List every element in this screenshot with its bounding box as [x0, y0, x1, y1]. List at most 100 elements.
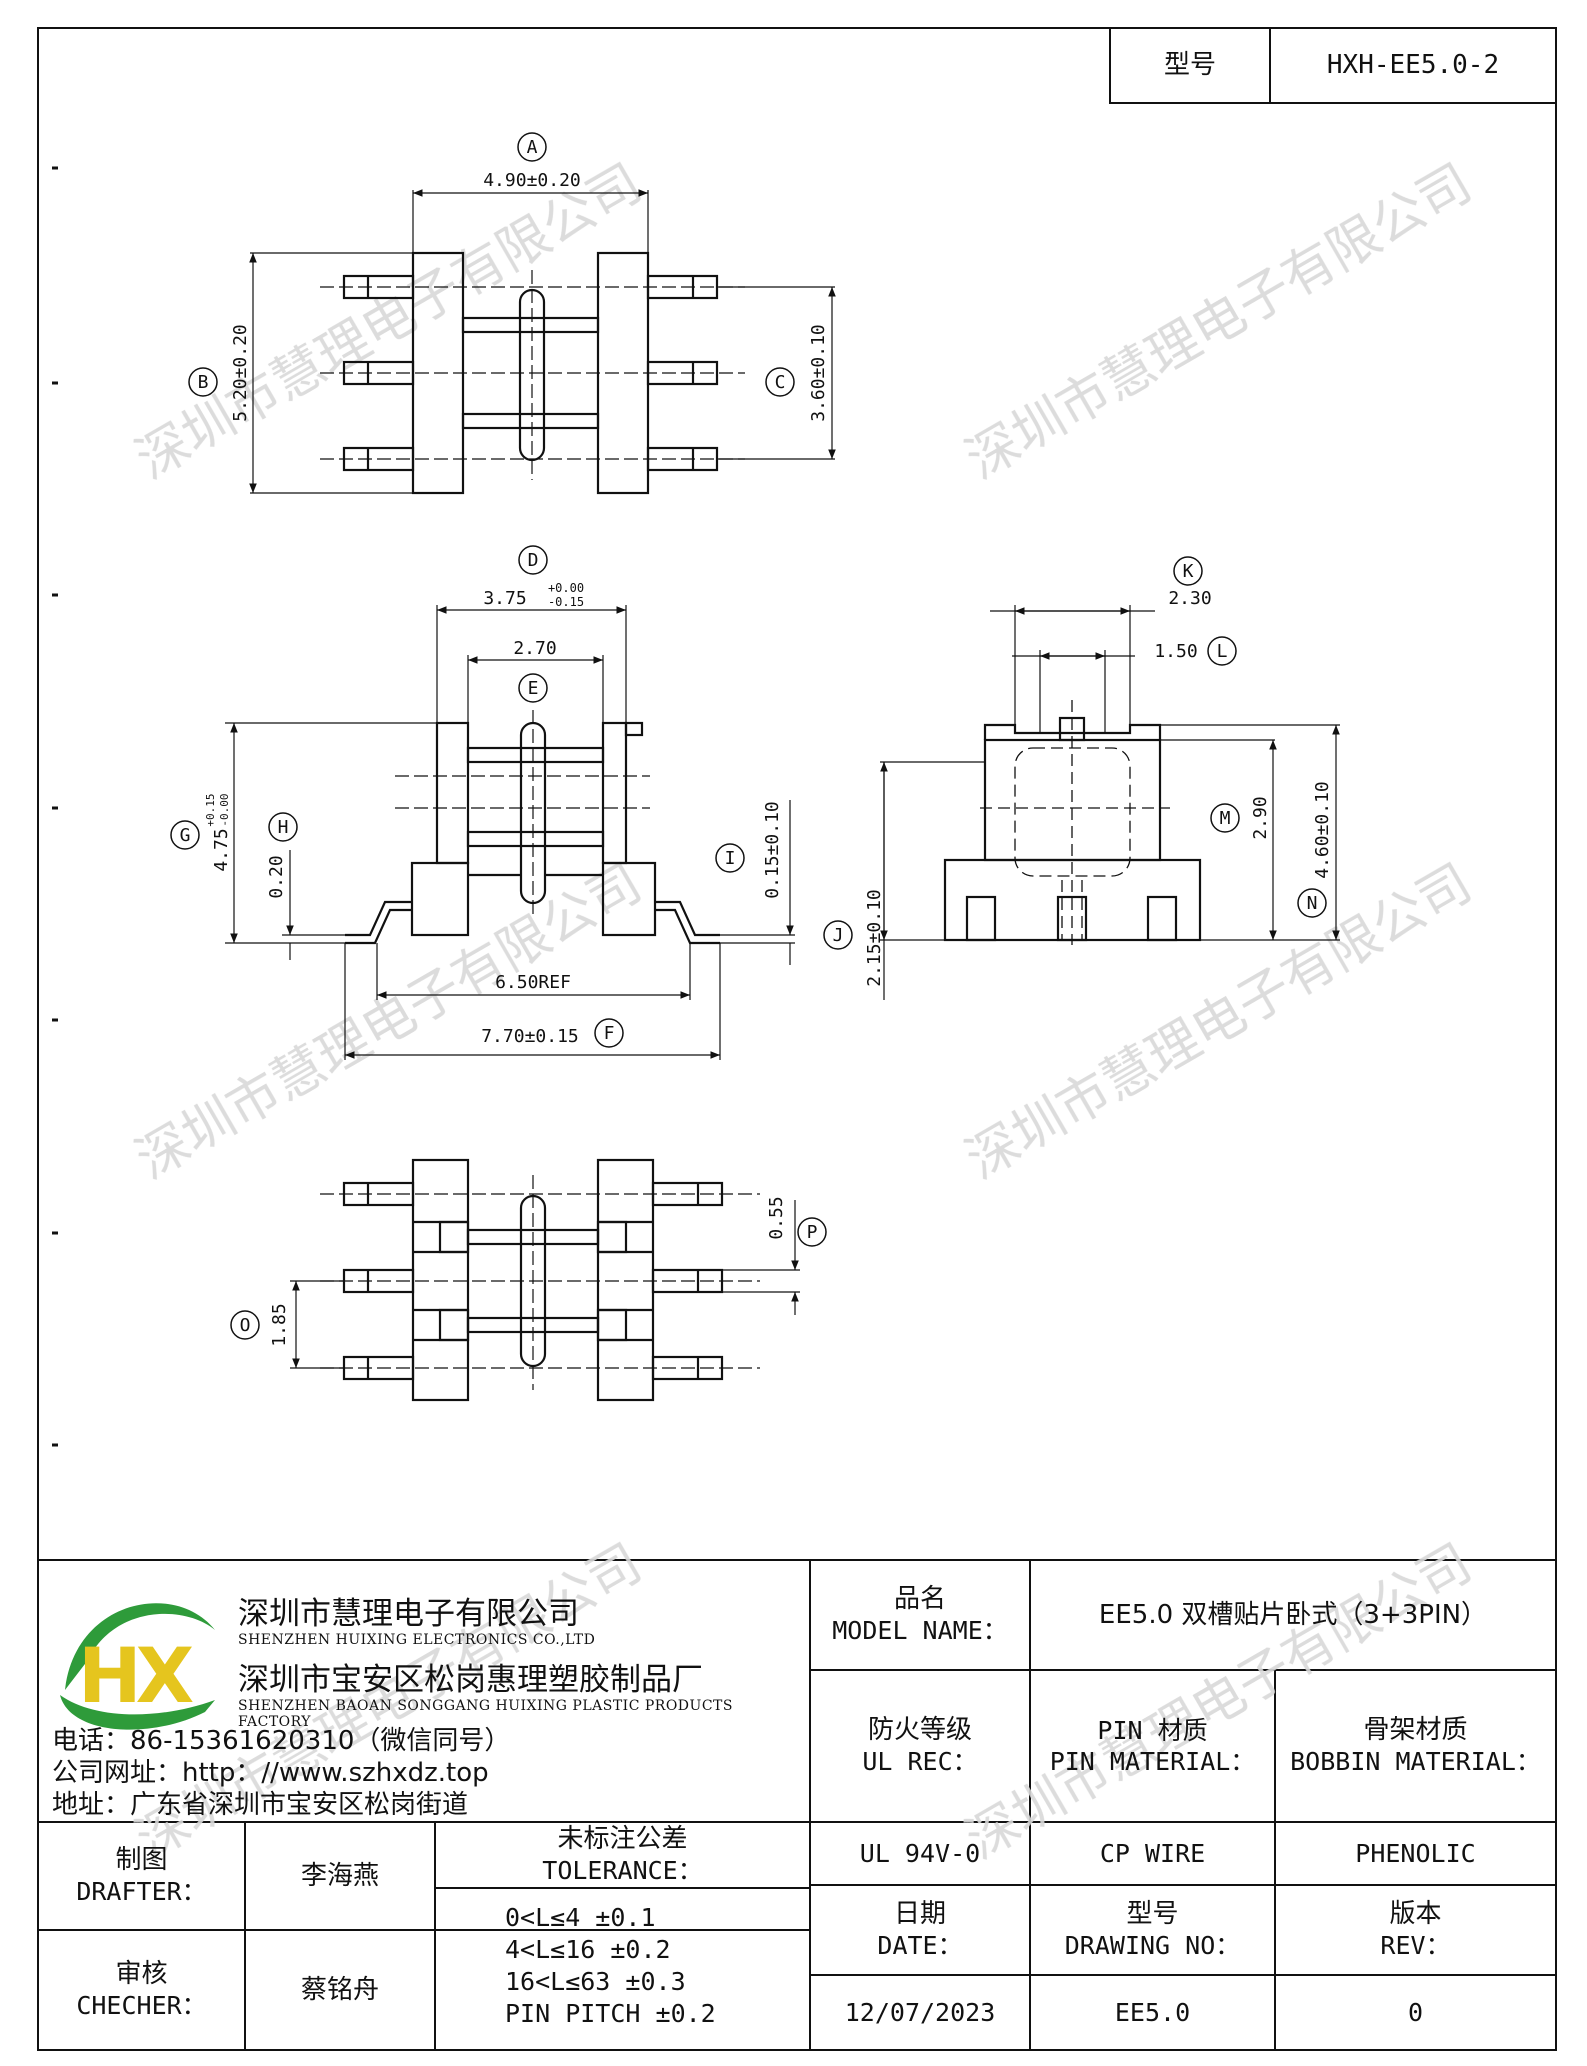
ul-rec-label: 防火等级 UL REC： — [810, 1670, 1030, 1822]
model-name-label-en: MODEL NAME： — [832, 1616, 1008, 1645]
header: 型号 HXH-EE5.0-2 — [1110, 28, 1556, 103]
dim-c-tag: C — [775, 372, 786, 393]
drawing-no-label: 型号 DRAWING NO： — [1030, 1885, 1275, 1975]
dim-k-value: 2.30 — [1168, 588, 1211, 609]
dim-b-tag: B — [198, 372, 209, 393]
tolerance-line: 16<L≤63 ±0.3 — [505, 1967, 686, 1996]
date-label-cn: 日期 — [893, 1899, 946, 1929]
rev-label: 版本 REV： — [1275, 1885, 1556, 1975]
rev-label-en: REV： — [1380, 1931, 1451, 1960]
company-phone: 电话：86-15361620310（微信同号） — [52, 1726, 511, 1756]
dim-m-tag: M — [1220, 808, 1231, 829]
dim-b-value: 5.20±0.20 — [230, 324, 251, 422]
dim-d-upper: +0.00 — [548, 581, 584, 595]
date-value: 12/07/2023 — [844, 1998, 996, 2027]
dim-d-lower: -0.15 — [548, 595, 584, 609]
header-box — [1109, 27, 1557, 104]
dim-g-tag: G — [180, 825, 191, 846]
title-block: 深圳市慧理电子有限公司 SHENZHEN HUIXING ELECTRONICS… — [38, 1560, 1556, 2050]
tolerance-line: 0<L≤4 ±0.1 — [505, 1903, 656, 1932]
watermark: 深圳市慧理电子有限公司 — [127, 853, 652, 1191]
dim-g-upper: +0.15 — [204, 793, 217, 826]
dim-n-value: 4.60±0.10 — [1312, 781, 1333, 879]
sheet-border — [37, 27, 1557, 2051]
model-label: 型号 — [1163, 50, 1216, 80]
tolerance-label-en: TOLERANCE： — [542, 1856, 703, 1885]
checker-name: 蔡铭舟 — [300, 1974, 379, 2005]
watermark: 深圳市慧理电子有限公司 — [127, 153, 652, 491]
pin-material-label-en: PIN MATERIAL： — [1049, 1747, 1256, 1776]
ul-rec-value: UL 94V-0 — [859, 1839, 981, 1868]
top-view — [249, 189, 836, 495]
side-view — [880, 605, 1340, 1000]
dim-c-value: 3.60±0.10 — [808, 324, 829, 422]
dim-e-tag: E — [528, 678, 539, 699]
date-label-en: DATE： — [877, 1931, 963, 1960]
checker-label-en: CHECHER： — [76, 1991, 207, 2020]
dim-d-tag: D — [528, 550, 539, 571]
company-website: 公司网址：http：//www.szhxdz.top — [52, 1758, 489, 1788]
dim-p-value: 0.55 — [766, 1196, 787, 1239]
watermark: 深圳市慧理电子有限公司 — [957, 853, 1482, 1191]
dim-f-value: 7.70±0.15 — [481, 1026, 579, 1047]
factory-name-en: SHENZHEN BAOAN SONGGANG HUIXING PLASTIC … — [238, 1698, 733, 1730]
rev-value: 0 — [1407, 1998, 1424, 2027]
company-name-en: SHENZHEN HUIXING ELECTRONICS CO.,LTD — [238, 1632, 596, 1648]
tolerance-line: PIN PITCH ±0.2 — [505, 1999, 716, 2028]
drafter-name: 李海燕 — [300, 1860, 379, 1891]
dim-l-tag: L — [1217, 641, 1228, 662]
pin-material-value: CP WIRE — [1099, 1839, 1206, 1868]
model-name-label: 品名 MODEL NAME： — [810, 1560, 1030, 1670]
dim-i-tag: I — [725, 848, 736, 869]
company-name-cn: 深圳市慧理电子有限公司 — [238, 1596, 579, 1632]
front-view — [225, 605, 795, 1060]
logo-letters: HX — [78, 1631, 194, 1720]
dim-h-value: 0.20 — [266, 855, 287, 898]
bobbin-material-value: PHENOLIC — [1355, 1839, 1476, 1868]
company-address: 地址：广东省深圳市宝安区松岗街道 — [52, 1790, 469, 1820]
date-label: 日期 DATE： — [810, 1885, 1030, 1975]
dim-o-value: 1.85 — [269, 1303, 290, 1346]
dim-a-tag: A — [527, 137, 538, 158]
dim-2-70-value: 2.70 — [513, 638, 556, 659]
model-value: HXH-EE5.0-2 — [1326, 50, 1500, 80]
watermark: 深圳市慧理电子有限公司 — [957, 153, 1482, 491]
ref-value: 6.50REF — [495, 972, 571, 993]
factory-name-cn: 深圳市宝安区松岗惠理塑胶制品厂 — [238, 1662, 703, 1698]
dim-f-tag: F — [604, 1023, 615, 1044]
dim-g-lower: -0.00 — [218, 793, 231, 826]
dim-k-tag: K — [1183, 561, 1194, 582]
dim-i-value: 0.15±0.10 — [762, 801, 783, 899]
checker-label: 审核 CHECHER： — [38, 1930, 245, 2050]
dim-m-value: 2.90 — [1250, 796, 1271, 839]
drawing-no-label-en: DRAWING NO： — [1064, 1931, 1241, 1960]
dim-n-tag: N — [1307, 893, 1318, 914]
bottom-view — [290, 1158, 800, 1402]
pin-material-label: PIN 材质 PIN MATERIAL： — [1030, 1670, 1275, 1822]
tolerance-table: 0<L≤4 ±0.1 4<L≤16 ±0.2 16<L≤63 ±0.3 PIN … — [435, 1902, 805, 2030]
drawing-no-value: EE5.0 — [1114, 1998, 1191, 2027]
company-logo: HX — [60, 1603, 215, 1730]
drafter-label-en: DRAFTER： — [76, 1877, 207, 1906]
dim-o-tag: O — [240, 1315, 251, 1336]
bobbin-material-label-cn: 骨架材质 — [1363, 1715, 1468, 1745]
dim-a-value: 4.90±0.20 — [483, 170, 581, 191]
rev-label-cn: 版本 — [1389, 1899, 1442, 1929]
checker-label-cn: 审核 — [115, 1959, 168, 1989]
dim-h-tag: H — [278, 817, 289, 838]
company-info: 深圳市慧理电子有限公司 SHENZHEN HUIXING ELECTRONICS… — [38, 1560, 810, 1822]
tolerance-line: 4<L≤16 ±0.2 — [505, 1935, 671, 1964]
bobbin-material-label-en: BOBBIN MATERIAL： — [1290, 1747, 1541, 1776]
dim-j-value: 2.15±0.10 — [864, 889, 885, 987]
dim-p-tag: P — [807, 1222, 818, 1243]
tolerance-label-cn: 未标注公差 — [557, 1824, 688, 1854]
dim-j-tag: J — [833, 925, 844, 946]
model-name-value: EE5.0 双槽贴片卧式（3+3PIN） — [1098, 1599, 1488, 1630]
pin-material-label-cn: PIN 材质 — [1097, 1716, 1208, 1745]
drawing-no-label-cn: 型号 — [1126, 1899, 1179, 1929]
tolerance-label: 未标注公差 TOLERANCE： — [435, 1822, 810, 1888]
ul-rec-label-cn: 防火等级 — [867, 1715, 972, 1745]
ul-rec-label-en: UL REC： — [862, 1747, 978, 1776]
dim-l-value: 1.50 — [1154, 641, 1197, 662]
